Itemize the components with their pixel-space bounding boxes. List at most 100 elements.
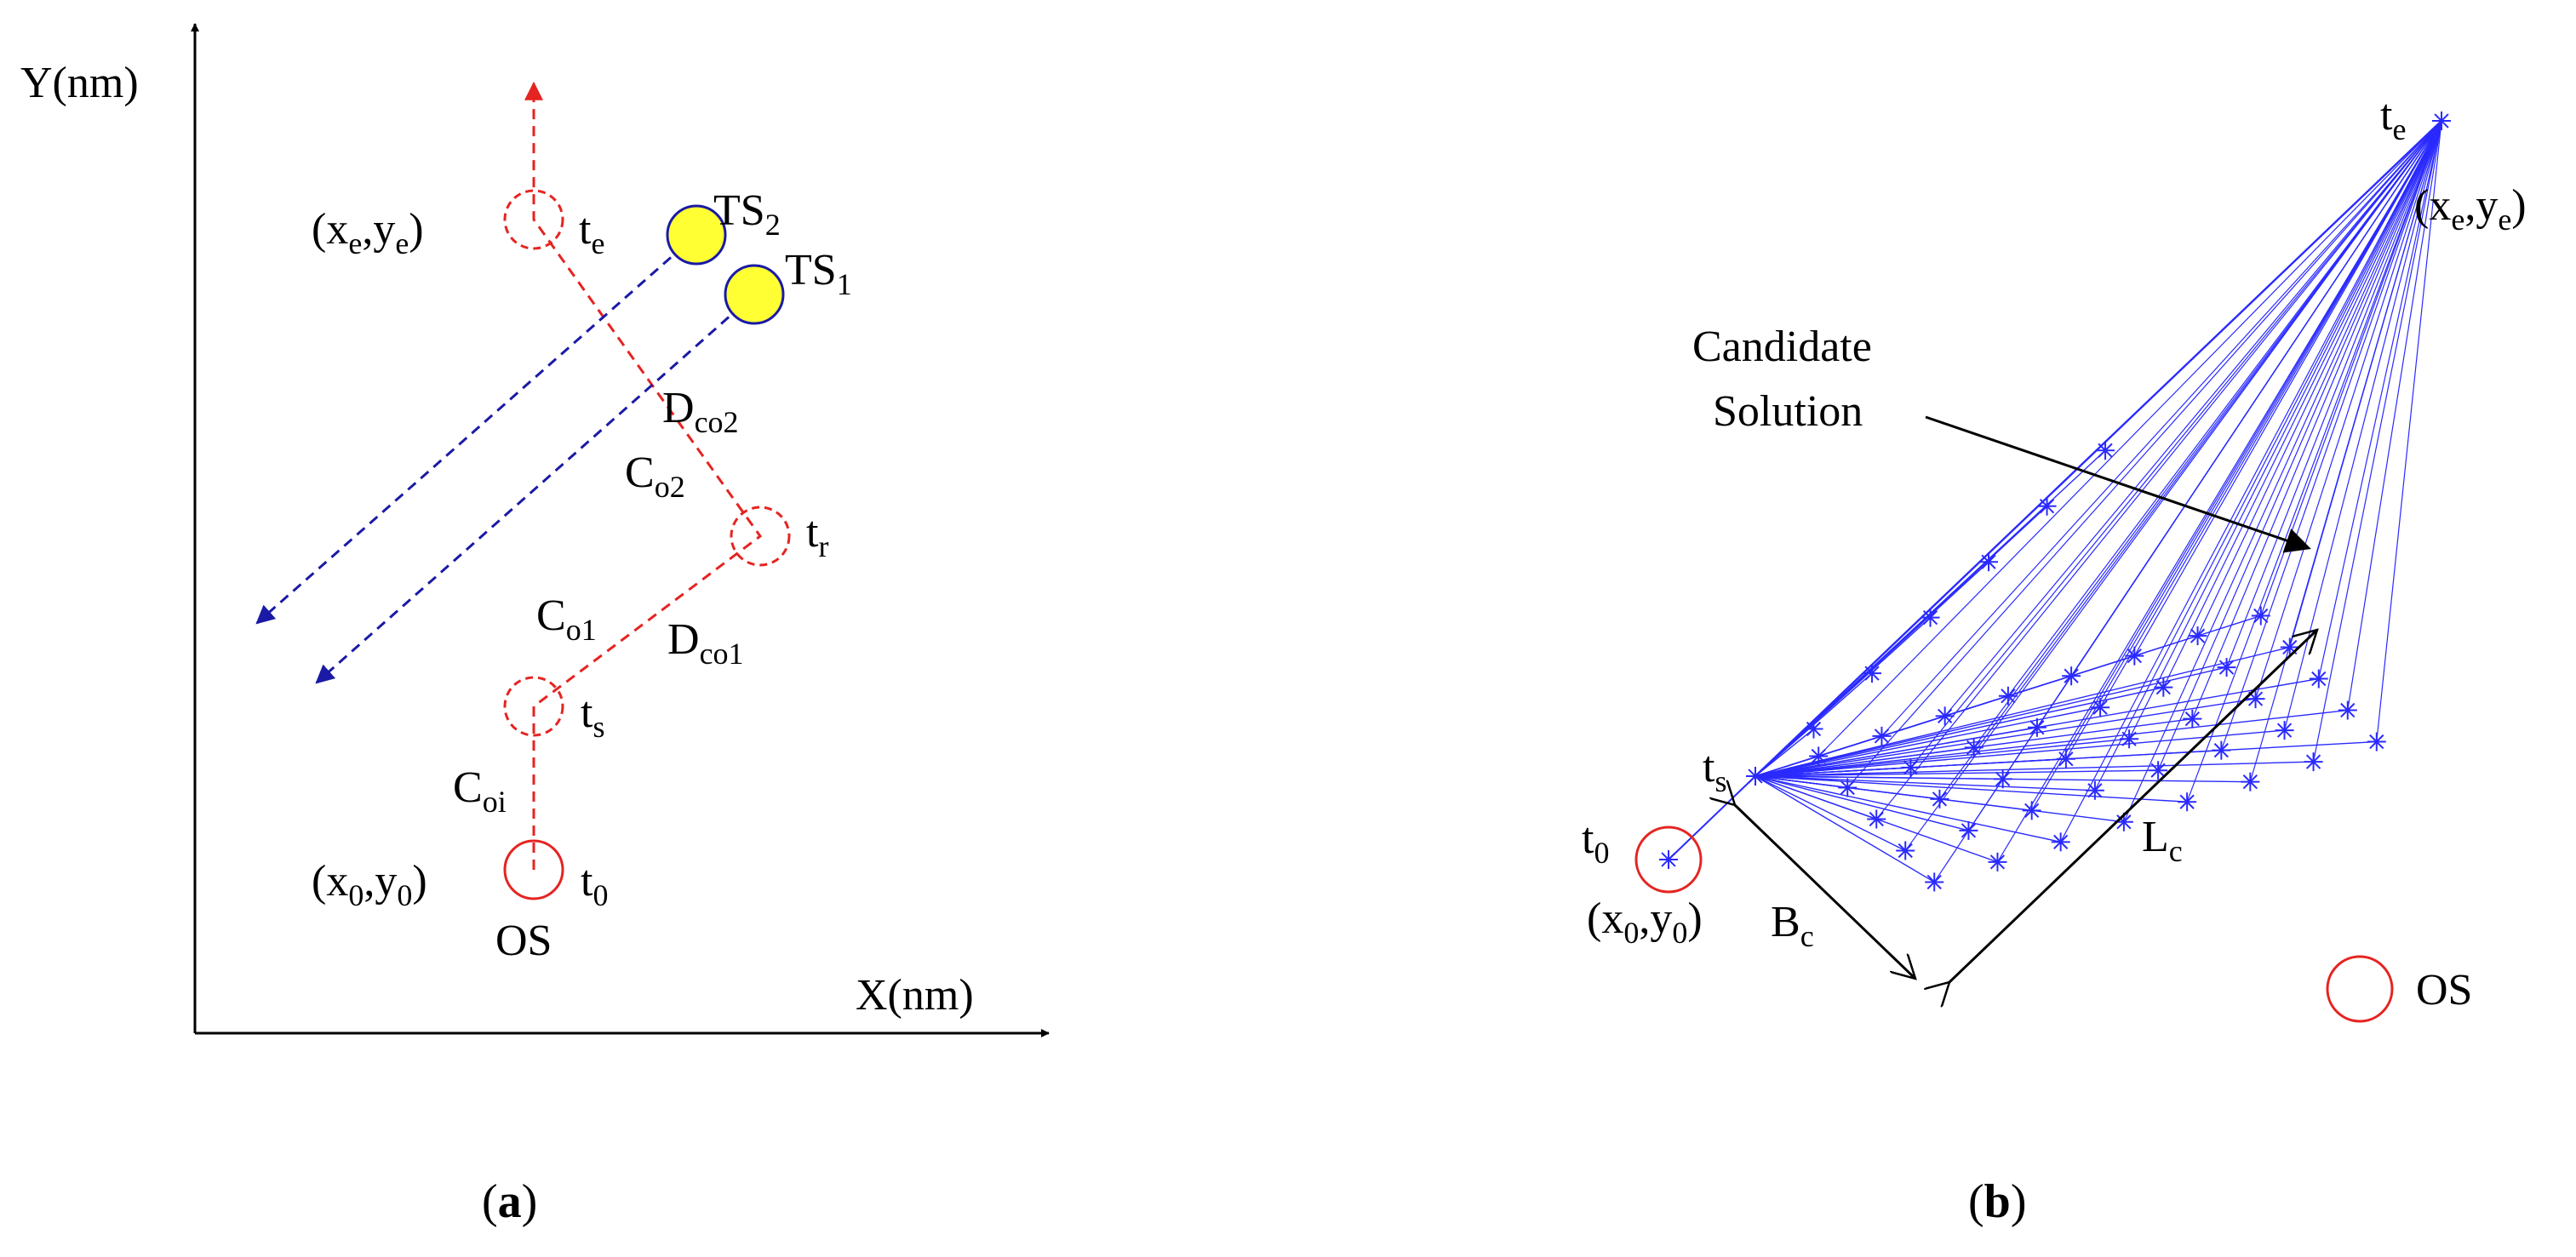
- co2-label: Co2: [625, 449, 685, 504]
- tr-circle: [730, 506, 791, 567]
- candidate-line: [2133, 120, 2442, 656]
- tr-label: tr: [806, 508, 828, 563]
- candidate-point: [2096, 441, 2115, 460]
- legend-os-circle: [2326, 955, 2394, 1023]
- te-point: [2432, 111, 2451, 130]
- dco2-label: Dco2: [662, 384, 739, 439]
- candidate-point: [1993, 769, 2012, 789]
- ts2-ship: [666, 204, 727, 266]
- candidate-point: [1838, 778, 1858, 797]
- b-te-label: te: [2380, 91, 2406, 146]
- candidate-line: [1881, 120, 2442, 737]
- x0-y0-label: (x0,y0): [312, 857, 427, 912]
- candidate-point: [2241, 772, 2260, 791]
- candidate-point: [2309, 669, 2328, 688]
- xe-ye-label: (xe,ye): [312, 205, 424, 260]
- candidate-point: [2051, 832, 2070, 852]
- candidate-point: [1959, 820, 1978, 840]
- bc-label: Bc: [1771, 898, 1814, 953]
- candidate-point: [2251, 606, 2270, 626]
- candidate-point: [2246, 689, 2265, 709]
- candidate-line: [1944, 120, 2442, 717]
- candidate-line: [2162, 120, 2442, 688]
- candidate-line: [2123, 120, 2442, 823]
- candidate-point: [1901, 757, 1921, 777]
- candidate-point: [1988, 852, 2007, 871]
- candidate-point: [2027, 717, 2046, 737]
- candidate-point: [1867, 809, 1886, 829]
- candidate-line: [1755, 646, 2290, 777]
- candidate-point: [2120, 729, 2139, 749]
- candidate-point: [2304, 752, 2323, 772]
- candidate-line: [1755, 775, 1935, 883]
- candidate-point: [1896, 841, 1915, 860]
- coi-label: Coi: [453, 763, 507, 819]
- co1-label: Co1: [536, 591, 597, 647]
- candidate-lines: [1668, 120, 2442, 883]
- candidate-point: [2056, 749, 2075, 768]
- candidate-point: [2212, 740, 2231, 760]
- candidate-point: [1921, 608, 1940, 627]
- candidate-point: [1809, 746, 1829, 766]
- candidate-line: [1755, 666, 2227, 777]
- candidate-line: [2347, 120, 2442, 711]
- ts1-ship: [724, 264, 785, 325]
- candidate-point: [2367, 732, 2386, 751]
- candidate-point: [2217, 658, 2236, 677]
- candidate-line: [2094, 120, 2442, 791]
- candidate-line: [2312, 120, 2442, 763]
- dco1-label: Dco1: [667, 615, 744, 671]
- candidate-point: [1925, 872, 1944, 892]
- candidate-line: [2318, 120, 2442, 679]
- candidate-point: [2037, 496, 2057, 516]
- x-axis-label: X(nm): [856, 971, 974, 1020]
- candidate-point: [2188, 626, 2207, 646]
- candidate-line: [1755, 775, 2061, 843]
- b-t0-label: t0: [1582, 814, 1609, 870]
- ownship-path: [524, 81, 763, 870]
- candidate-point: [1930, 789, 1949, 808]
- candidate-line: [1755, 706, 2101, 777]
- candidate-point: [1964, 738, 1984, 757]
- candidate-line: [1875, 120, 2442, 820]
- panel-b: te (xe,ye) Candidate Solution ts t0 (x0,…: [1582, 91, 2527, 1228]
- candidate-line: [1818, 120, 2442, 757]
- candidate-pointer: [1925, 415, 2311, 553]
- candidate-point: [1979, 552, 1999, 572]
- ts2-track: [255, 233, 697, 625]
- candidate-label-line2: Solution: [1713, 387, 1863, 436]
- te-circle: [503, 189, 564, 250]
- ts-label: ts: [581, 688, 604, 744]
- ts-circle: [503, 676, 564, 737]
- ts1-track: [315, 293, 755, 684]
- candidate-point: [2154, 677, 2173, 697]
- candidate-line: [1755, 709, 2348, 777]
- candidate-point: [1863, 664, 1882, 683]
- bc-arrow: [1735, 805, 1915, 979]
- y-axis-label: Y(nm): [20, 59, 139, 107]
- lc-label: Lc: [2142, 813, 2183, 868]
- candidate-point: [2183, 709, 2202, 728]
- ts1-label: TS1: [785, 246, 852, 301]
- te-label: te: [579, 205, 604, 260]
- candidate-line: [2225, 120, 2442, 668]
- candidate-label-line1: Candidate: [1692, 323, 1872, 371]
- candidate-line: [2007, 120, 2442, 697]
- candidate-line: [2197, 120, 2442, 637]
- candidate-line: [2191, 120, 2442, 719]
- candidate-point: [2178, 792, 2197, 812]
- candidate-point: [2062, 666, 2081, 686]
- candidate-line: [1755, 738, 2130, 777]
- os-label: OS: [495, 917, 552, 965]
- candidate-point: [2085, 780, 2104, 800]
- b-x0-y0-label: (x0,y0): [1587, 894, 1703, 950]
- candidate-point: [1935, 706, 1955, 726]
- candidate-line: [2099, 120, 2442, 708]
- t0-label: t0: [581, 857, 608, 912]
- b-start-circle: [1634, 826, 1703, 894]
- panel-a: Y(nm) X(nm) (xe,ye) te TS2 TS1 Dco2: [20, 23, 1050, 1228]
- caption-a: (a): [482, 1175, 537, 1228]
- direct-route-line: [1755, 120, 2442, 777]
- ts2-label: TS2: [713, 186, 781, 242]
